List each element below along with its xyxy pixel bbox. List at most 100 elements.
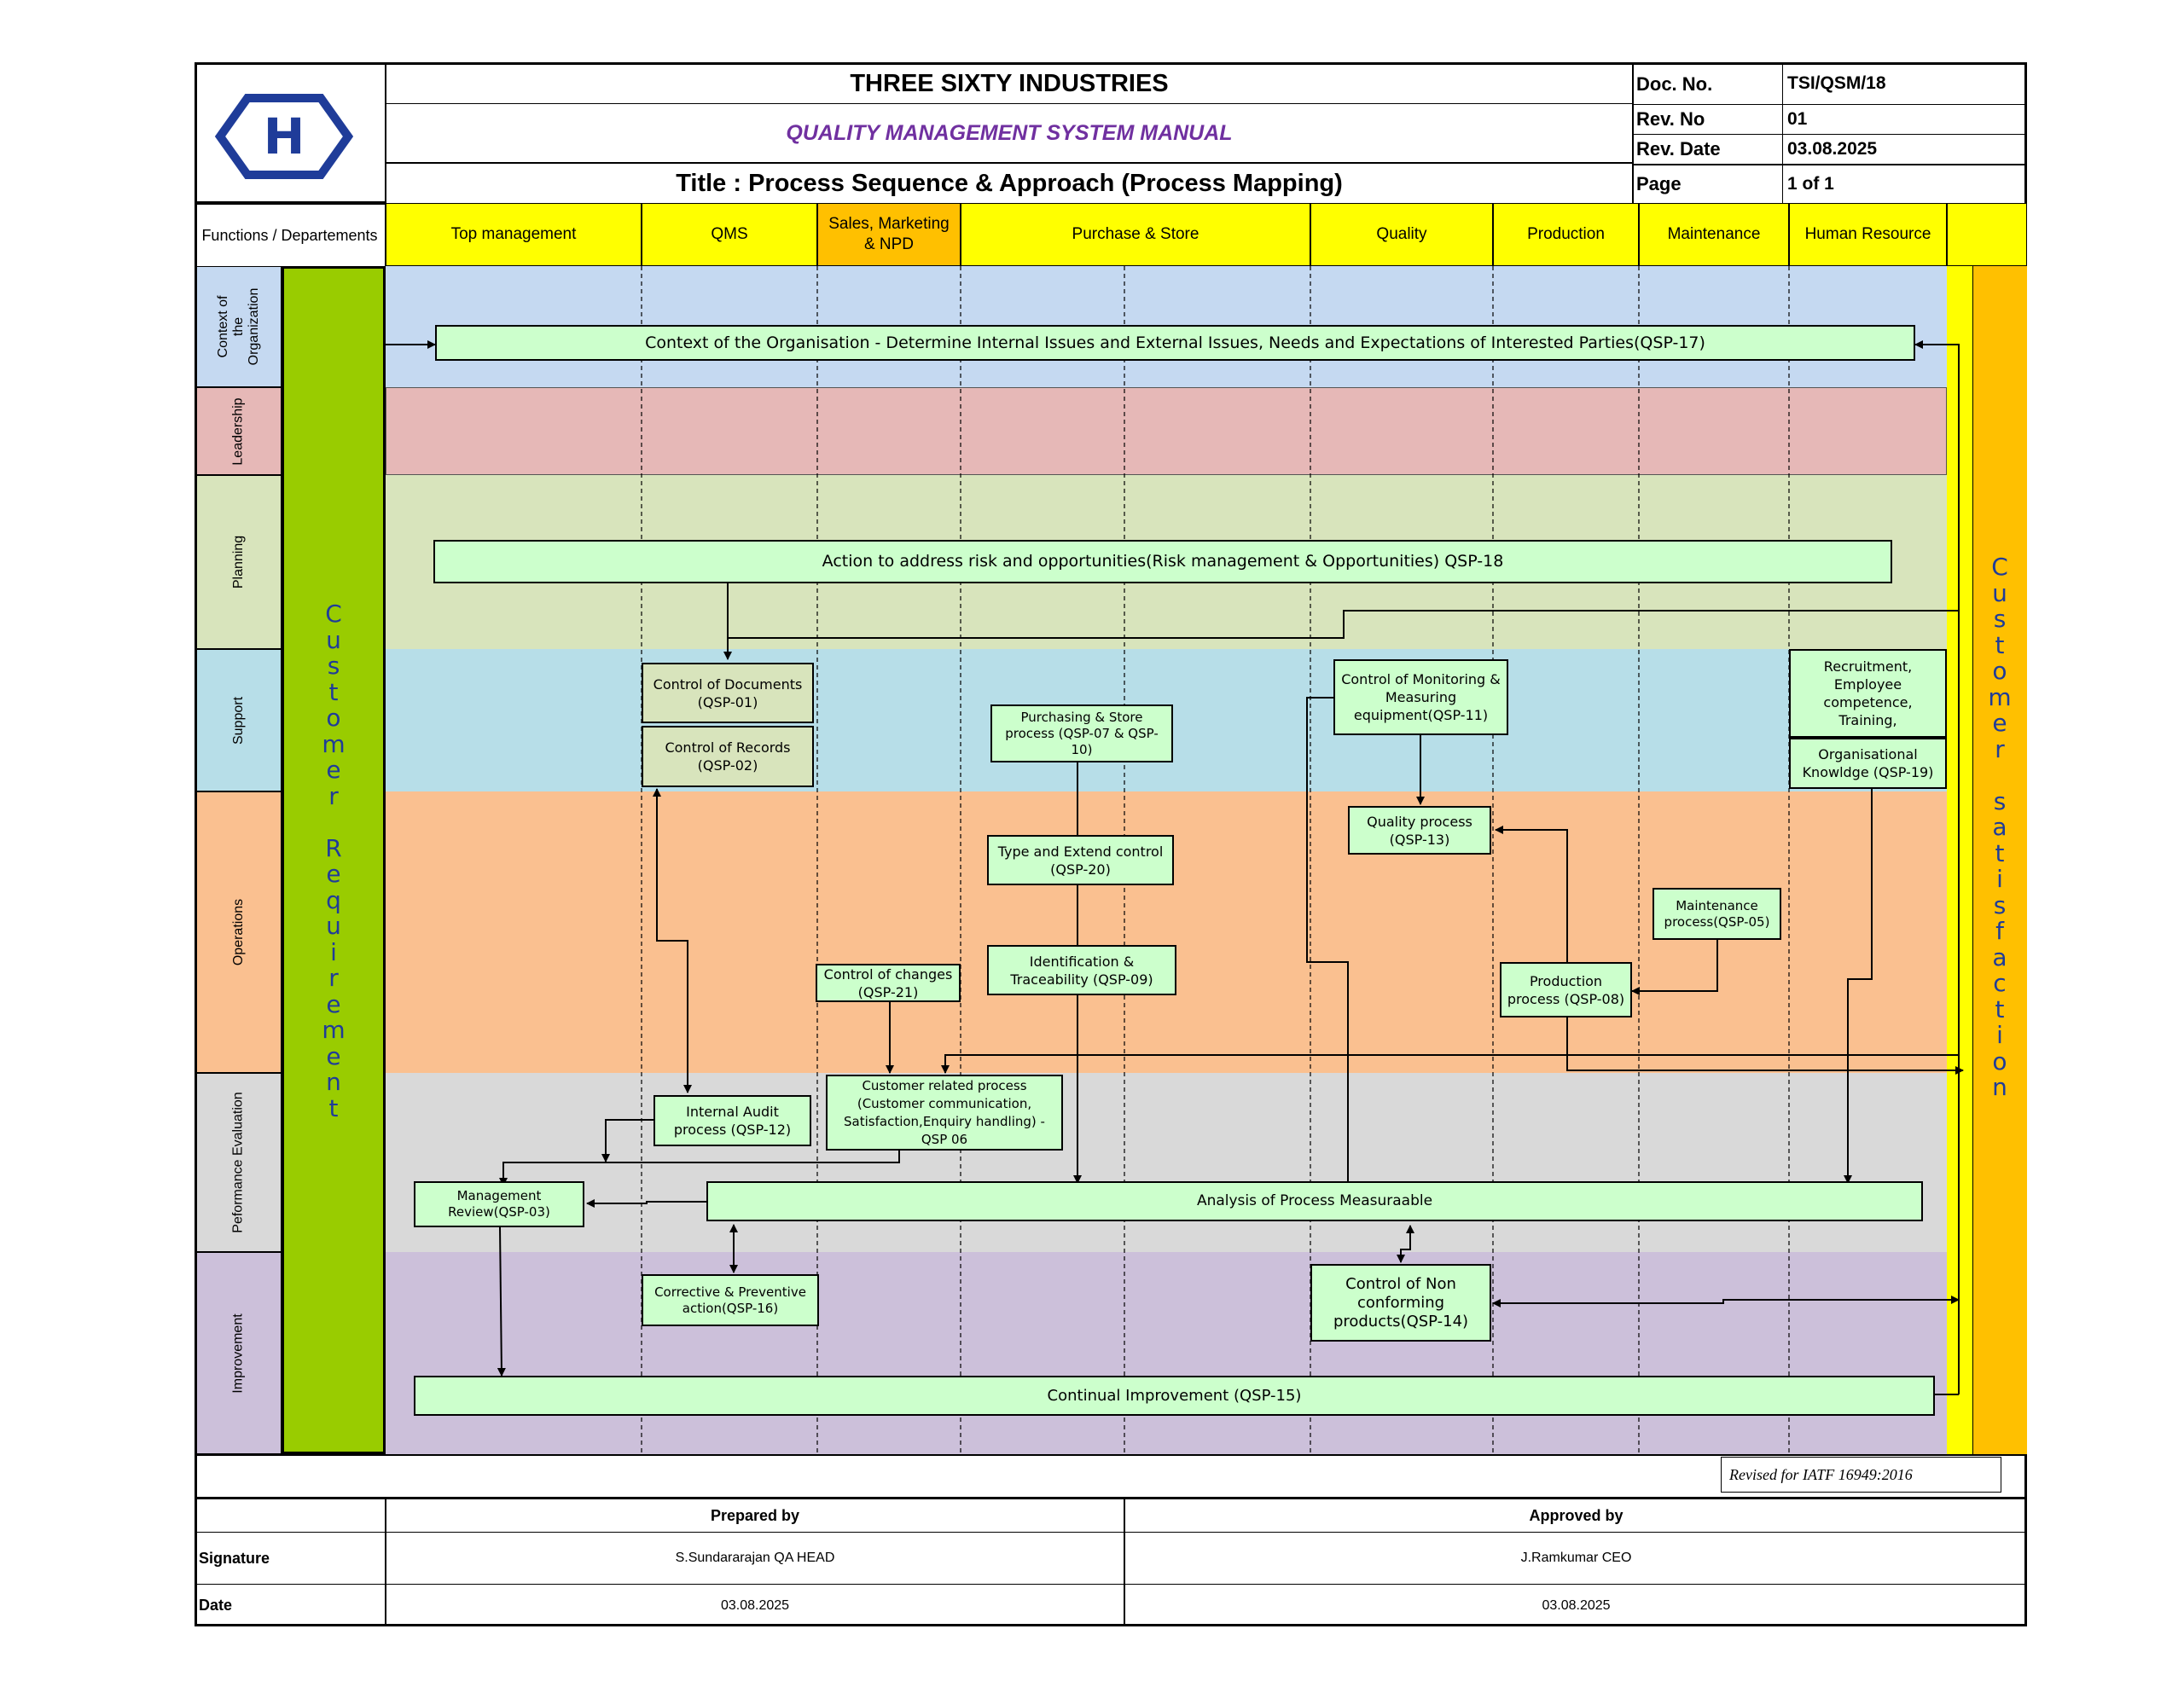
side-letter: i [330,937,337,966]
side-letter: u [326,912,341,940]
box-nonconforming: Control of Non conforming products(QSP-1… [1310,1264,1491,1342]
side-letter: f [1995,917,2004,945]
revised-note: Revised for IATF 16949:2016 [1729,1465,1913,1483]
customer-satisfaction-bar [1972,266,2027,1454]
side-letter: t [1995,630,2005,659]
side-letter: t [1995,994,2005,1023]
side-letter: s [1993,786,2007,815]
page-title: Title : Process Sequence & Approach (Pro… [676,169,1343,197]
box-quality-process: Quality process (QSP-13) [1348,806,1491,855]
band-leadership [386,387,1947,475]
side-letter: u [1992,578,2007,607]
side-letter: o [1992,657,2007,685]
box-risk: Action to address risk and opportunities… [433,540,1892,583]
side-letter: o [326,704,341,732]
box-context: Context of the Organisation - Determine … [435,325,1915,361]
row-support: Support [196,649,282,791]
date-label: Date [199,1597,233,1614]
column-quality: Quality [1310,203,1493,266]
side-letter: t [328,1093,339,1122]
side-letter: a [1992,942,2007,971]
box-identification: Identification & Traceability (QSP-09) [987,945,1176,995]
meta-divider [1782,62,1783,203]
logo-letter: H [264,107,305,165]
side-letter: r [328,781,339,810]
rev-date-label: Rev. Date [1636,138,1721,159]
box-maintenance: Maintenance process(QSP-05) [1653,888,1781,940]
side-letter: s [327,652,340,680]
prepared-signature: S.Sundararajan QA HEAD [675,1551,835,1565]
side-letter: s [1993,890,2007,919]
side-letter: R [325,833,342,862]
side-letter: i [1996,1021,2003,1049]
row-leadership: Leadership [196,387,282,475]
box-org-knowledge: Organisational Knowldge (QSP-19) [1789,738,1947,789]
column-production: Production [1493,203,1639,266]
side-letter: q [326,885,341,914]
page-value: 1 of 1 [1787,174,1834,194]
box-production: Production process (QSP-08) [1500,962,1632,1017]
rev-no-value: 01 [1787,109,1808,129]
side-letter: o [1992,1046,2007,1075]
page-label: Page [1636,173,1682,194]
box-type-extend: Type and Extend control (QSP-20) [987,835,1174,885]
rev-date-value: 03.08.2025 [1787,139,1878,159]
box-analysis: Analysis of Process Measuraable [706,1181,1923,1221]
box-corrective: Corrective & Preventive action(QSP-16) [642,1274,819,1326]
side-letter: e [326,860,341,888]
side-letter: e [326,989,341,1018]
row-operations: Operations [196,791,282,1073]
side-letter: e [1992,709,2007,737]
side-letter: m [322,729,346,758]
box-changes: Control of changes (QSP-21) [816,964,961,1002]
box-purchasing: Purchasing & Store process (QSP-07 & QSP… [990,704,1173,762]
doc-no-label: Doc. No. [1636,73,1713,95]
signature-label: Signature [199,1549,270,1567]
logo-cell: H [195,62,386,203]
side-letter: a [1992,813,2007,841]
manual-title: QUALITY MANAGEMENT SYSTEM MANUAL [386,104,1632,164]
box-customer: Customer related process (Customer commu… [826,1075,1063,1151]
row-context: Context of the Organization [196,266,282,387]
box-documents: Control of Documents (QSP-01) [642,663,814,723]
side-letter: i [1996,865,2003,893]
box-internal-audit: Internal Audit process (QSP-12) [653,1095,811,1146]
column-sales: Sales, Marketing & NPD [817,203,961,266]
column-blank [1947,203,2027,266]
row-performance: Peformance Evaluation [196,1073,282,1252]
side-letter: e [326,756,341,784]
side-letter: s [1993,605,2007,633]
column-maintenance: Maintenance [1639,203,1789,266]
side-letter: t [328,677,339,706]
box-recruitment: Recruitment, Employee competence, Traini… [1789,649,1947,738]
side-letter: r [328,964,339,992]
side-letter: e [326,1041,341,1070]
side-letter: n [1992,1073,2007,1101]
box-management-review: Management Review(QSP-03) [414,1181,584,1227]
company-logo: H [214,94,354,179]
side-letter: n [326,1068,341,1096]
prepared-by-header: Prepared by [710,1506,800,1524]
column-top-management: Top management [386,203,642,266]
column-qms: QMS [642,203,817,266]
company-name: THREE SIXTY INDUSTRIES [386,64,1632,104]
column-purchase: Purchase & Store [961,203,1310,266]
side-letter: C [1991,553,2008,581]
side-letter: u [326,625,341,654]
approved-signature: J.Ramkumar CEO [1520,1551,1632,1565]
rev-no-label: Rev. No [1636,108,1705,130]
side-letter: t [1995,838,2005,867]
box-records: Control of Records (QSP-02) [642,726,814,787]
approved-date: 03.08.2025 [1542,1597,1611,1613]
row-improvement: Improvement [196,1252,282,1454]
approved-by-header: Approved by [1529,1506,1623,1524]
column-hr: Human Resource [1789,203,1947,266]
side-letter: r [1995,734,2005,763]
box-monitoring: Control of Monitoring & Measuring equipm… [1333,659,1508,735]
side-letter: c [1993,969,2007,997]
customer-requirement-bar [282,266,386,1454]
box-continual: Continual Improvement (QSP-15) [414,1376,1935,1416]
